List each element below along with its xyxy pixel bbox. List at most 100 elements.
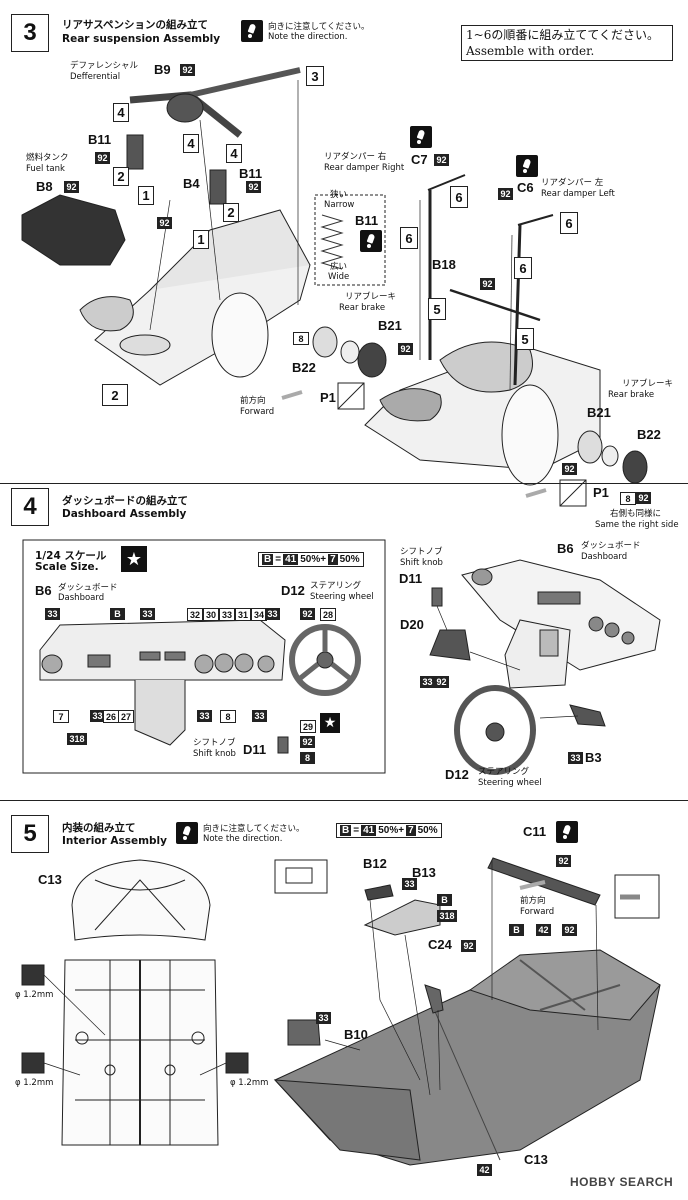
part-p1: P1 <box>320 390 336 405</box>
order-1: 1 <box>193 230 209 249</box>
mix-b: B <box>340 825 352 836</box>
color-33: 33 <box>219 608 235 621</box>
mix-pct-2: 50% <box>339 554 360 565</box>
order-6: 6 <box>400 227 418 249</box>
step-5-note-jp: 向きに注意してください。 <box>203 824 305 834</box>
rear-brake-label-en: Rear brake <box>339 303 386 313</box>
mix-color-7: 7 <box>406 825 416 836</box>
narrow-label-en: Narrow <box>324 200 355 210</box>
steering-label-jp: ステアリング <box>310 581 362 591</box>
same-right-side-en: Same the right side <box>595 520 679 530</box>
order-note-en: Assemble with order. <box>466 44 595 58</box>
order-2: 2 <box>113 167 129 186</box>
color-27: 27 <box>118 710 134 723</box>
paint-92: 92 <box>398 343 413 355</box>
paint-318: 318 <box>67 733 87 745</box>
watermark-brand: HOBBY SEARCH <box>570 1175 674 1189</box>
color-7: 7 <box>53 710 69 723</box>
dashboard-label-jp: ダッシュボード <box>58 583 118 593</box>
part-b13: B13 <box>412 865 436 880</box>
step-3-note-en: Note the direction. <box>268 32 348 42</box>
paint-33: 33 <box>568 752 583 764</box>
order-1: 1 <box>138 186 154 205</box>
paint-8: 8 <box>620 492 636 505</box>
shift-knob2-label-jp: シフトノブ <box>400 547 443 557</box>
forward5-label-en: Forward <box>520 907 555 917</box>
paint-33: 33 <box>45 608 60 620</box>
paint-33: 33 <box>420 676 435 688</box>
mix-eq: = <box>275 554 282 565</box>
paint-b: B <box>437 894 452 906</box>
paint-33: 33 <box>90 710 105 722</box>
part-d11: D11 <box>399 571 423 586</box>
order-3: 3 <box>306 66 324 86</box>
color-32: 32 <box>187 608 203 621</box>
part-b22: B22 <box>637 427 661 442</box>
scale-label-en: Scale Size. <box>35 561 99 573</box>
color-8: 8 <box>220 710 236 723</box>
paint-92: 92 <box>246 181 261 193</box>
caution-icon <box>176 822 198 844</box>
paint-92: 92 <box>300 736 315 748</box>
paint-33: 33 <box>197 710 212 722</box>
dashboard-label-en: Dashboard <box>58 593 105 603</box>
paint-92: 92 <box>180 64 195 76</box>
mix-eq: = <box>353 825 360 836</box>
step-5-note-en: Note the direction. <box>203 834 283 844</box>
paint-92: 92 <box>480 278 495 290</box>
mix-pct-1: 50%+ <box>300 554 327 565</box>
caution-icon <box>241 20 263 42</box>
paint-42: 42 <box>536 924 551 936</box>
color-mix-note: B = 41 50%+ 7 50% <box>258 552 364 567</box>
color-30: 30 <box>203 608 219 621</box>
step-ref-2: 2 <box>102 384 128 406</box>
caution-icon <box>556 821 578 843</box>
differential-label-jp: デファレンシャル <box>70 61 139 71</box>
part-b6: B6 <box>35 583 52 598</box>
paint-92: 92 <box>498 188 513 200</box>
step-4-title-jp: ダッシュボードの組み立て <box>62 495 188 507</box>
mix-color-41: 41 <box>283 554 299 565</box>
part-b22: B22 <box>292 360 316 375</box>
paint-33: 33 <box>316 1012 331 1024</box>
order-4: 4 <box>113 103 129 122</box>
paint-8: 8 <box>293 332 309 345</box>
part-d11: D11 <box>243 742 267 757</box>
color-mix-note: B = 41 50%+ 7 50% <box>336 823 442 838</box>
part-b12: B12 <box>363 856 387 871</box>
paint-33: 33 <box>265 608 280 620</box>
part-b8: B8 <box>36 179 53 194</box>
part-b6: B6 <box>557 541 574 556</box>
color-29: 29 <box>300 720 316 733</box>
order-2: 2 <box>223 203 239 222</box>
order-5: 5 <box>516 328 534 350</box>
paint-92: 92 <box>434 154 449 166</box>
paint-92: 92 <box>434 676 449 688</box>
narrow-label-jp: 狭い <box>330 190 348 200</box>
part-b3: B3 <box>585 750 602 765</box>
damper-left-label-en: Rear damper Left <box>541 189 615 199</box>
step-3-note-jp: 向きに注意してください。 <box>268 22 370 32</box>
paint-92: 92 <box>636 492 651 504</box>
fuel-tank-label-jp: 燃料タンク <box>26 153 69 163</box>
order-6: 6 <box>560 212 578 234</box>
dashboard2-label-en: Dashboard <box>581 552 628 562</box>
damper-right-label-en: Rear damper Right <box>324 163 405 173</box>
paint-92: 92 <box>556 855 571 867</box>
drill-size: φ 1.2mm <box>15 1078 54 1088</box>
part-b11: B11 <box>88 132 112 147</box>
color-26: 26 <box>103 710 119 723</box>
paint-318: 318 <box>437 910 457 922</box>
paint-33: 33 <box>140 608 155 620</box>
part-d20: D20 <box>400 617 424 632</box>
paint-92: 92 <box>64 181 79 193</box>
part-c13: C13 <box>38 872 62 887</box>
part-b18: B18 <box>432 257 456 272</box>
step-3-number: 3 <box>11 14 49 52</box>
paint-33: 33 <box>252 710 267 722</box>
color-31: 31 <box>235 608 251 621</box>
drill-size: φ 1.2mm <box>15 990 54 1000</box>
forward5-label-jp: 前方向 <box>520 896 546 906</box>
part-b4: B4 <box>183 176 200 191</box>
step-3-title-jp: リアサスペンションの組み立て <box>62 19 209 31</box>
